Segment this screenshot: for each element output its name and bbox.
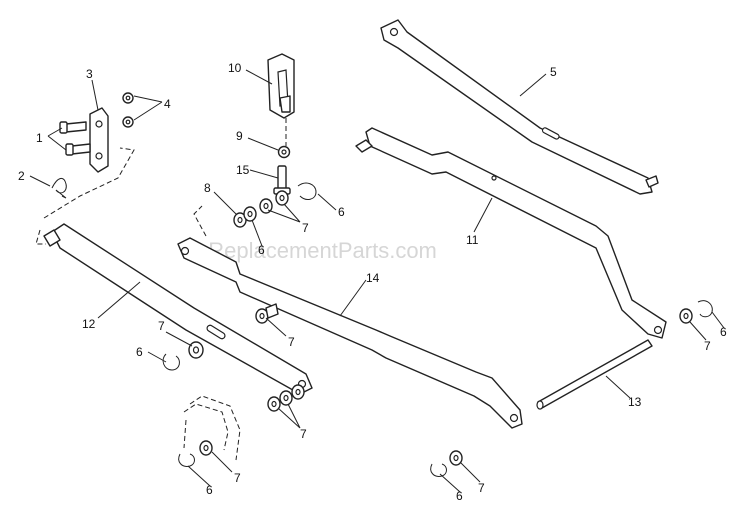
callout-7-bottom-left: 7 [234, 471, 241, 485]
callout-12: 12 [82, 317, 96, 331]
part-5-link [380, 19, 659, 195]
part-3-plate [89, 107, 109, 173]
part-9-nut [277, 145, 291, 159]
part-2-clip [51, 178, 67, 199]
callout-3: 3 [86, 67, 93, 81]
callout-7-right: 7 [704, 339, 711, 353]
phantom-lines [35, 118, 287, 461]
part-11-bar [355, 127, 667, 339]
part-15-bolt [273, 165, 291, 195]
part-12-link [43, 223, 313, 395]
callout-6-center: 6 [258, 243, 265, 257]
callout-6-top: 6 [338, 205, 345, 219]
callout-7-top: 7 [302, 221, 309, 235]
part-1-bolts [59, 121, 91, 156]
callout-8: 8 [204, 181, 211, 195]
callout-7-left: 7 [158, 319, 165, 333]
washer-group-lower-center [430, 450, 463, 477]
leader-lines [29, 69, 725, 493]
watermark: eReplacementParts.com [196, 238, 437, 263]
callout-10: 10 [228, 61, 242, 75]
callout-13: 13 [628, 395, 642, 409]
callout-7-lower: 7 [300, 427, 307, 441]
callout-9: 9 [236, 129, 243, 143]
callout-numbers: 1 2 3 4 5 6 6 6 6 6 6 7 7 7 7 7 7 7 8 9 … [18, 61, 727, 503]
callout-6-right: 6 [720, 325, 727, 339]
callout-15: 15 [236, 163, 250, 177]
callout-5: 5 [550, 65, 557, 79]
callout-11: 11 [466, 233, 479, 247]
callout-2: 2 [18, 169, 25, 183]
part-10-yoke [267, 53, 295, 119]
callout-1: 1 [36, 131, 43, 145]
part-4-nuts [122, 92, 134, 128]
washer-group-top [233, 182, 317, 228]
washer-group-lower-left [162, 303, 305, 467]
callout-6-bottom-left: 6 [206, 483, 213, 497]
callout-7-bottom-center: 7 [478, 481, 485, 495]
part-14-bar [177, 237, 523, 429]
callout-7-center: 7 [288, 335, 295, 349]
callout-4: 4 [164, 97, 171, 111]
callout-14: 14 [366, 271, 380, 285]
washer-group-right [679, 300, 713, 324]
callout-6-bottom-center: 6 [456, 489, 463, 503]
callout-6-left: 6 [136, 345, 143, 359]
part-13-rod [536, 339, 653, 410]
